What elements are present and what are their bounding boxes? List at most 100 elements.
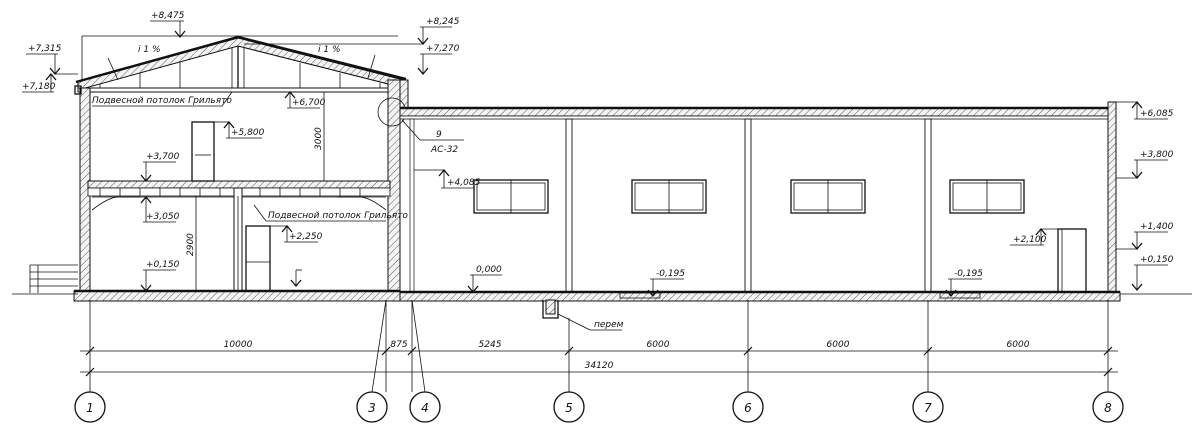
svg-text:-0,195: -0,195 [954, 269, 983, 279]
axis-marker-6: 6 [732, 391, 764, 423]
main-floor-slab [73, 290, 401, 302]
axis-markers: 1 3 4 5 6 7 8 [74, 391, 1124, 423]
axis-marker-4: 4 [409, 391, 441, 423]
dim-total: 34120 [585, 361, 614, 371]
svg-text:+4,085: +4,085 [447, 178, 481, 188]
dim-span-1: 10000 [224, 340, 253, 350]
dimension-labels: 10000 875 5245 6000 6000 6000 34120 [224, 340, 1030, 371]
floor-trench [542, 300, 559, 319]
height-upper-label: 3000 [314, 127, 324, 150]
ceiling-note-lower: Подвесной потолок Грильято [268, 211, 408, 221]
elev-floor-first: +0,150 [140, 260, 180, 293]
svg-text:+7,315: +7,315 [28, 44, 62, 54]
svg-text:+6,085: +6,085 [1140, 109, 1174, 119]
entrance-steps [12, 264, 78, 295]
svg-text:+2,250: +2,250 [289, 232, 323, 242]
floor-pit-2 [939, 292, 981, 299]
elev-ceiling-lower: +3,050 [140, 195, 180, 223]
svg-text:АС-32: АС-32 [430, 145, 458, 155]
elev-floor-second: +3,700 [140, 152, 180, 183]
elev-window-upper: +5,800 [214, 120, 265, 139]
svg-text:+7,180: +7,180 [22, 82, 56, 92]
roof-outline [75, 35, 407, 84]
svg-text:+6,700: +6,700 [292, 98, 326, 108]
dim-span-6: 6000 [1007, 340, 1030, 350]
svg-text:1: 1 [86, 401, 94, 415]
svg-text:перем: перем [594, 320, 624, 330]
axis-marker-1: 1 [74, 391, 106, 423]
annex-windows [473, 179, 1025, 214]
dim-span-3: 5245 [479, 340, 502, 350]
roof-trusses [99, 46, 381, 92]
elev-right-parapet: +8,245 [244, 17, 460, 46]
roof-slope-right: i 1 % [318, 45, 341, 55]
elev-annex-wall-mid: +3,800 [1116, 150, 1174, 180]
svg-text:+0,150: +0,150 [146, 260, 180, 270]
elev-ground-zero: 0,000 [467, 265, 502, 294]
svg-text:3: 3 [368, 401, 376, 415]
axis-4-leader [411, 299, 426, 393]
elev-ceiling-upper: +6,700 [284, 90, 326, 109]
svg-text:+3,050: +3,050 [146, 212, 180, 222]
svg-text:+0,150: +0,150 [1140, 255, 1174, 265]
svg-text:+5,800: +5,800 [231, 128, 265, 138]
main-block [12, 35, 409, 302]
axis-marker-7: 7 [912, 391, 944, 423]
svg-text:0,000: 0,000 [476, 265, 502, 275]
elev-annex-beam: +4,085 [414, 168, 481, 189]
svg-text:+7,270: +7,270 [426, 44, 460, 54]
svg-text:+3,700: +3,700 [146, 152, 180, 162]
annex-roof-beam [399, 115, 1115, 120]
upper-ceiling-beam [77, 87, 405, 93]
lower-door [245, 225, 271, 294]
elev-annex-sill: +1,400 [1116, 222, 1174, 251]
elev-pit-1: -0,195 [647, 269, 685, 298]
svg-text:+3,800: +3,800 [1140, 150, 1174, 160]
ceiling-note-upper-leader [221, 91, 233, 107]
elev-left-eave: +7,315 +7,180 [22, 44, 78, 93]
axis-marker-5: 5 [553, 391, 585, 423]
slab-beam-marks [99, 188, 361, 196]
trench-note: перем [557, 313, 624, 331]
elev-roof-ridge: +8,475 [150, 11, 186, 39]
upper-door [191, 121, 215, 182]
dimension-lines [80, 346, 1118, 377]
roof-slope-left: i 1 % [138, 45, 161, 55]
annex-block [399, 101, 1192, 319]
elev-right-eave: +7,270 [417, 44, 460, 76]
lower-ceiling-curve [338, 196, 387, 211]
axis-lines [89, 300, 1109, 392]
detail-node-reference: 9 АС-32 [401, 119, 464, 155]
svg-text:8: 8 [1104, 401, 1112, 415]
dim-span-5: 6000 [827, 340, 850, 350]
ceiling-note-lower-leader [253, 204, 267, 222]
small-arrow-mark [290, 269, 302, 288]
floor-trench-fill [545, 299, 556, 315]
axis-marker-8: 8 [1092, 391, 1124, 423]
gable-roof [77, 37, 405, 91]
dim-span-2: 875 [390, 340, 407, 350]
interfloor-slab [87, 180, 391, 189]
svg-text:+1,400: +1,400 [1140, 222, 1174, 232]
floor-pit-1 [619, 292, 661, 299]
axis-marker-3: 3 [356, 391, 388, 423]
svg-text:6: 6 [744, 401, 752, 415]
svg-text:9: 9 [436, 130, 442, 140]
lower-ceiling-curve [91, 196, 140, 211]
svg-text:-0,195: -0,195 [656, 269, 685, 279]
axis-3-leader [371, 299, 387, 393]
left-gutter [74, 85, 82, 95]
elev-annex-door: +2,100 [1010, 227, 1058, 246]
svg-text:+2,100: +2,100 [1013, 235, 1047, 245]
elev-door-lower: +2,250 [270, 224, 323, 243]
elev-annex-roof: +6,085 [1116, 100, 1174, 120]
svg-text:5: 5 [565, 401, 573, 415]
svg-text:+8,475: +8,475 [151, 11, 185, 21]
height-lower-label: 2900 [186, 233, 196, 256]
annex-floor-slab [399, 291, 1121, 302]
elev-annex-floor: +0,150 [1131, 255, 1174, 292]
svg-text:7: 7 [924, 401, 932, 415]
ceiling-note-upper: Подвесной потолок Грильято [92, 96, 232, 106]
elev-pit-2: -0,195 [945, 269, 983, 298]
